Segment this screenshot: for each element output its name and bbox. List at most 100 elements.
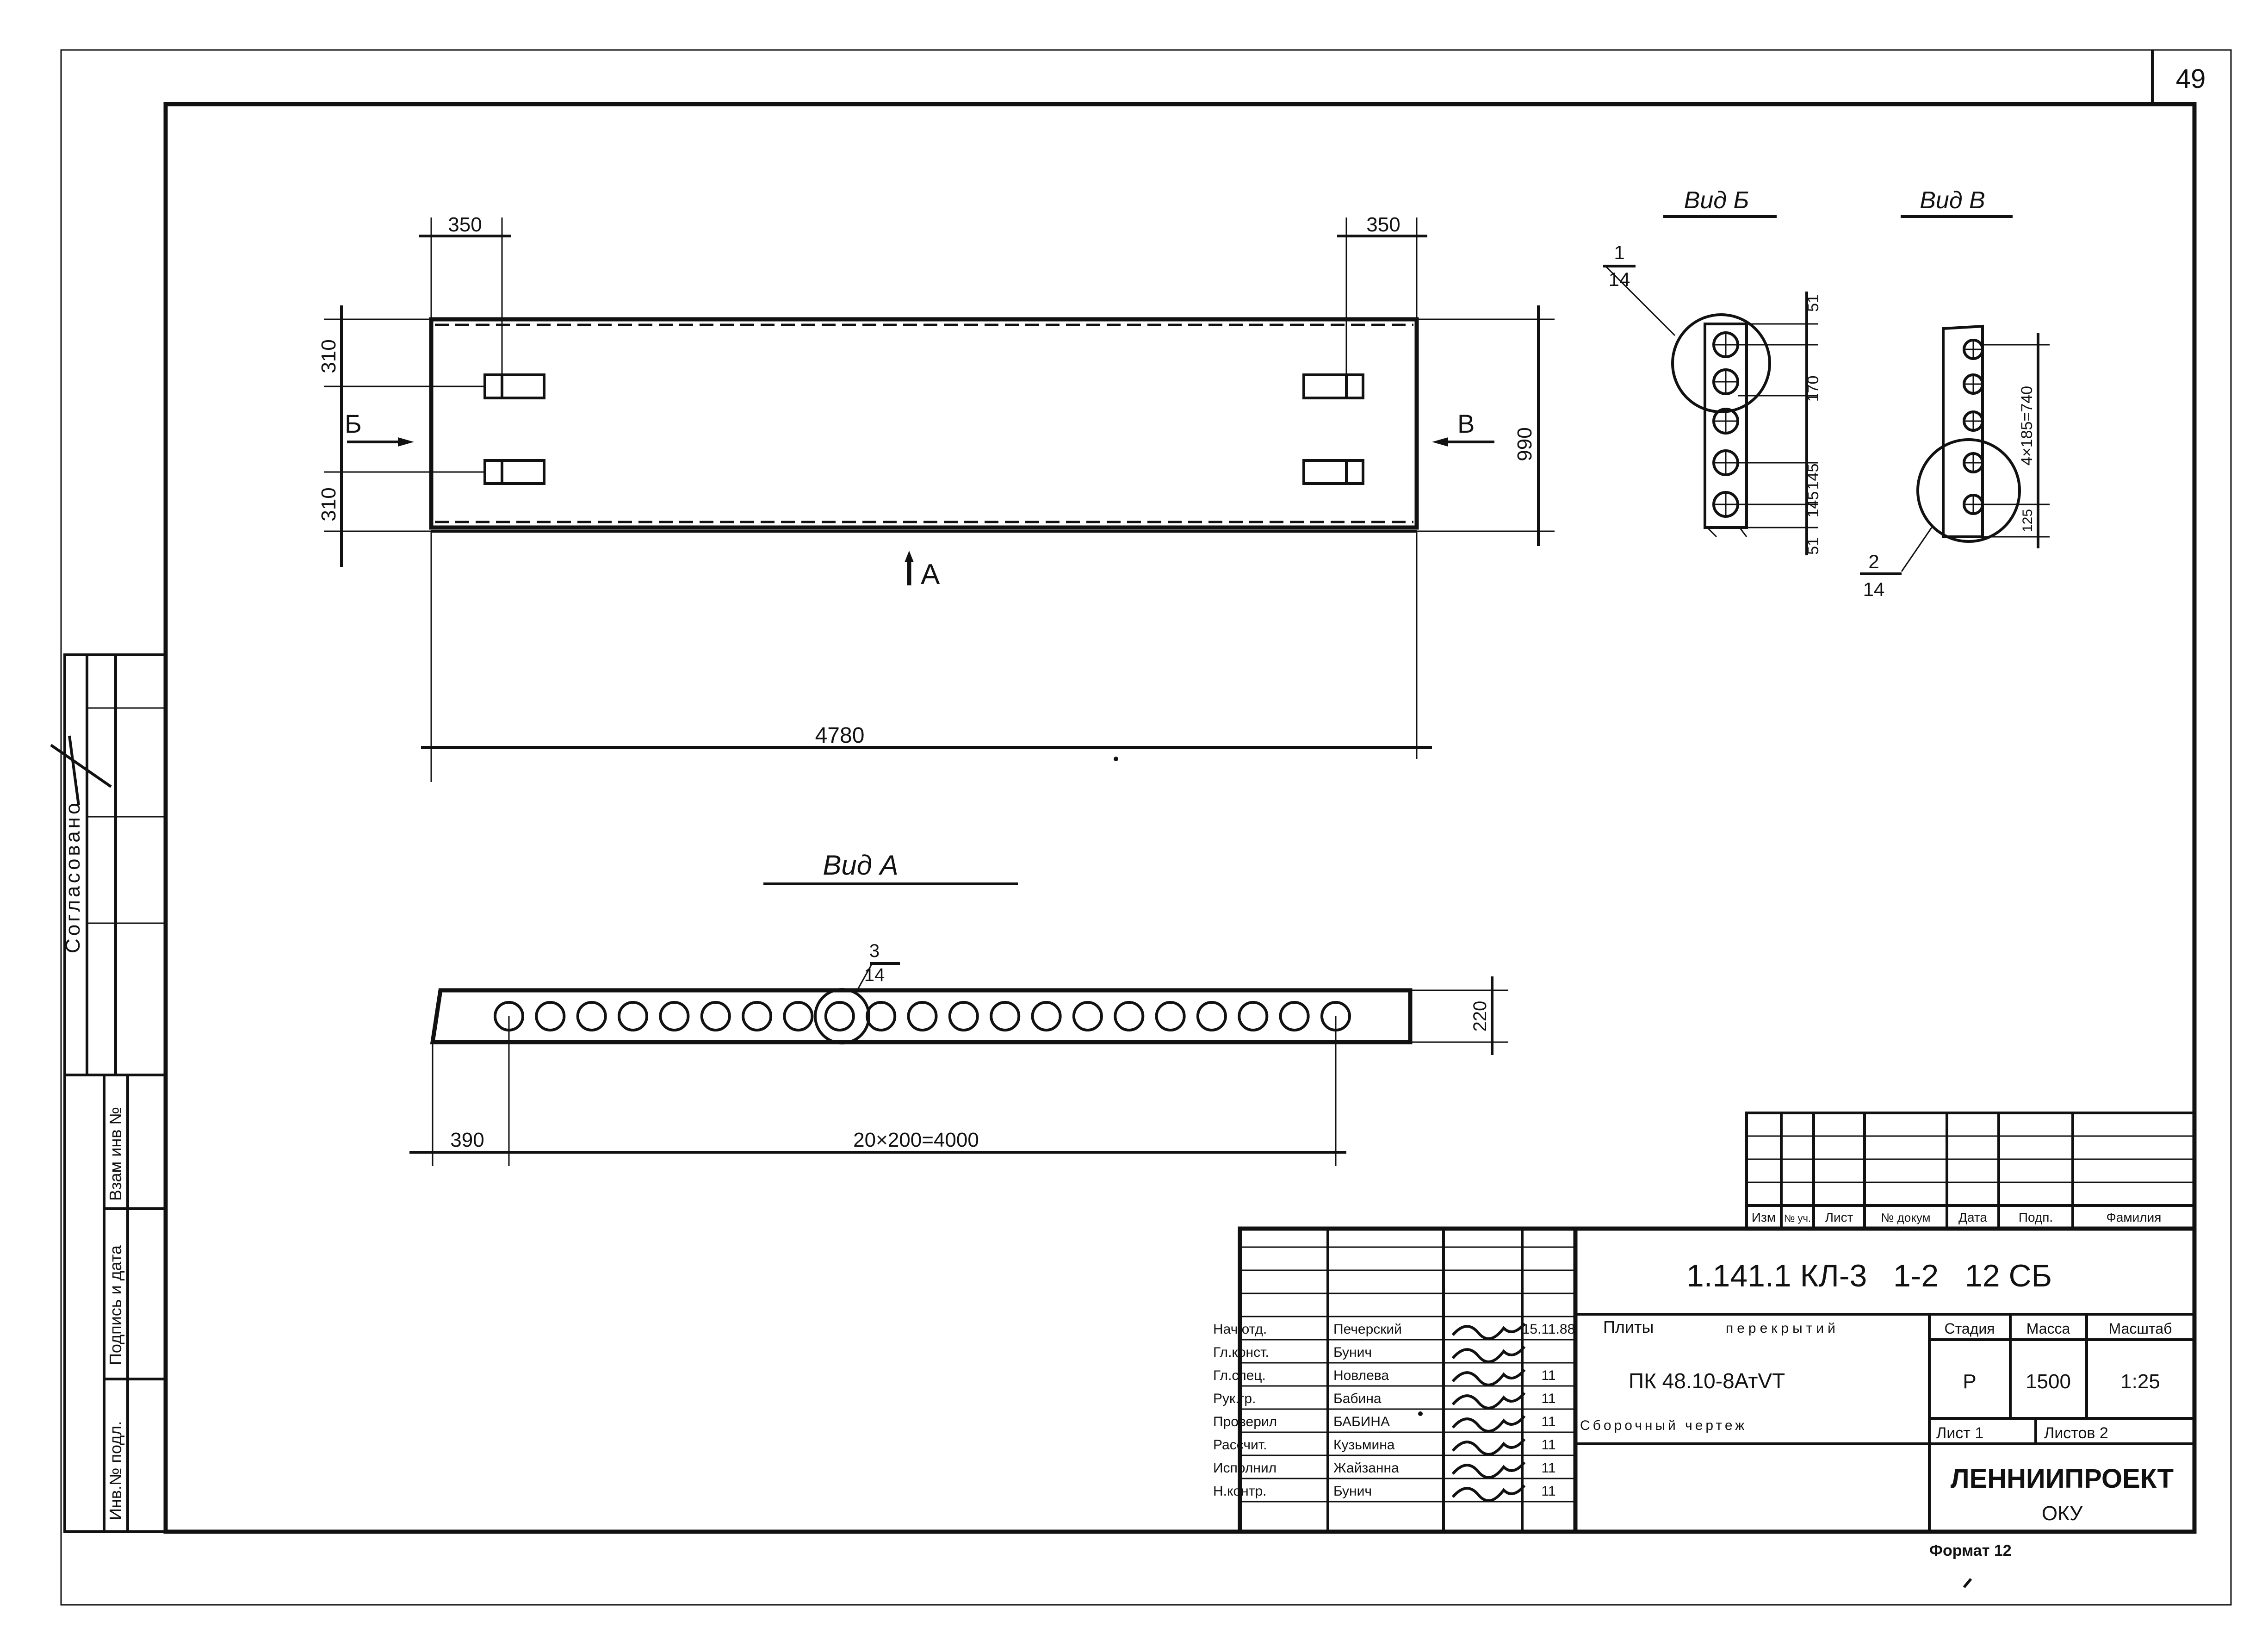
void-hole [783, 1001, 814, 1031]
mass-value: 1500 [2026, 1370, 2071, 1393]
person-name: Бунич [1333, 1345, 1372, 1360]
format-label: Формат 12 [1929, 1542, 2012, 1559]
org-name: ЛЕННИИПРОЕКТ [1951, 1464, 2174, 1494]
signature [1451, 1461, 1526, 1479]
title-block: 1.141.1 КЛ-3 1-2 12 СБ Плиты перекрытий … [1213, 1226, 2197, 1559]
dept-name: ОКУ [2042, 1502, 2083, 1525]
view-a: Вид А 3 14 220 390 20×200=4000 [409, 850, 1508, 1166]
person-name: Новлева [1333, 1368, 1389, 1383]
sheets-label: Листов 2 [2044, 1424, 2108, 1442]
person-role: Проверил [1213, 1414, 1277, 1429]
person-role: Нач.отд. [1213, 1322, 1267, 1337]
lifting-loops [483, 373, 1364, 485]
dim-990: 990 [1513, 427, 1536, 461]
arrow-a-label: А [921, 559, 940, 590]
dim-310-upper: 310 [317, 339, 340, 373]
bolts-view-b [1712, 331, 1739, 518]
person-name: Бунич [1333, 1484, 1372, 1499]
side-stamp: Согласовано Взам инв № Подпись и дата Ин… [50, 653, 167, 1533]
stage-value: Р [1963, 1370, 1976, 1393]
detail-circle-1 [1671, 313, 1771, 413]
person-role: Н.контр. [1213, 1484, 1266, 1499]
person-date: 11 [1541, 1414, 1555, 1429]
person-role: Гл.спец. [1213, 1368, 1266, 1383]
callout-2-den: 14 [1863, 578, 1885, 600]
void-hole [1196, 1001, 1227, 1031]
slab-outline [429, 317, 1419, 530]
void-hole [618, 1001, 648, 1031]
dim-v-125: 125 [2020, 509, 2035, 532]
person-date: 11 [1541, 1368, 1555, 1383]
rev-col-name: Фамилия [2107, 1210, 2162, 1224]
view-a-title: Вид А [823, 850, 898, 881]
person-role: Гл.конст. [1213, 1345, 1269, 1360]
slab-section [430, 988, 1413, 1044]
signature [1451, 1346, 1526, 1363]
rev-col-sign: Подп. [2019, 1210, 2053, 1224]
person-name: Кузьмина [1333, 1437, 1395, 1453]
designation: 1.141.1 КЛ-3 1-2 12 СБ [1686, 1258, 2052, 1293]
callout-1-num: 1 [1614, 242, 1624, 263]
dim-b-145-b: 145 [1804, 491, 1822, 518]
callout-2-num: 2 [1868, 551, 1879, 572]
callout-3-den: 14 [864, 965, 885, 985]
sign-date-label: Подпись и дата [106, 1245, 125, 1365]
mass-label: Масса [2026, 1320, 2070, 1337]
signature [1451, 1485, 1526, 1502]
callout-1-den: 14 [1609, 268, 1630, 290]
signature [1451, 1415, 1526, 1433]
inv-orig-label: Инв.№ подл. [106, 1421, 125, 1520]
view-b: Вид Б 1 14 51 170 145 145 51 [1603, 187, 1822, 555]
person-date: 11 [1541, 1460, 1555, 1476]
name-line2: ПК 48.10-8АтVТ [1629, 1369, 1785, 1393]
dim-310-lower: 310 [317, 487, 340, 521]
dim-b-51-bottom: 51 [1804, 537, 1822, 555]
person-name: Бабина [1333, 1391, 1382, 1406]
void-hole [576, 1001, 607, 1031]
stage-label: Стадия [1944, 1320, 1995, 1337]
view-v: Вид В 2 14 4×185=740 125 [1860, 187, 2050, 600]
person-name: Печерский [1333, 1322, 1402, 1337]
signature [1451, 1323, 1526, 1340]
dim-220: 220 [1470, 1001, 1490, 1032]
scale-value: 1:25 [2120, 1370, 2160, 1393]
arrow-b-label: Б [345, 409, 362, 438]
revision-table: Изм № уч. Лист № докум Дата Подп. Фамили… [1745, 1112, 2196, 1230]
dim-b-170: 170 [1804, 376, 1822, 402]
dim-4780: 4780 [815, 723, 865, 748]
page-number-tab: 49 [2151, 50, 2206, 104]
name-line3: Сборочный чертеж [1580, 1418, 1747, 1433]
agreed-label: Согласовано [62, 800, 84, 953]
void-hole [1238, 1001, 1269, 1031]
person-date: 11 [1541, 1391, 1555, 1406]
rev-col-date: Дата [1958, 1210, 1987, 1224]
name-line1-a: Плиты [1603, 1317, 1654, 1336]
rev-col-doc: № докум [1881, 1211, 1931, 1224]
void-hole [535, 1001, 566, 1031]
detail-circle-3 [814, 988, 870, 1044]
void-hole [948, 1001, 979, 1031]
person-date: 15.11.88 [1522, 1322, 1575, 1337]
dim-4000: 20×200=4000 [853, 1129, 979, 1151]
signature [1451, 1369, 1526, 1386]
person-date: 11 [1541, 1437, 1555, 1453]
signature [1451, 1392, 1526, 1410]
outer-border [60, 49, 2232, 1606]
void-hole [907, 1001, 938, 1031]
void-hole [824, 1001, 855, 1031]
void-hole [990, 1001, 1021, 1031]
void-hole [1031, 1001, 1062, 1031]
void-hole [700, 1001, 731, 1031]
page-number: 49 [2176, 64, 2206, 94]
signature [1451, 1438, 1526, 1456]
dim-b-145-a: 145 [1804, 464, 1822, 490]
void-hole [1072, 1001, 1103, 1031]
void-hole [866, 1001, 897, 1031]
view-b-title: Вид Б [1684, 187, 1749, 214]
person-name: БАБИНА [1333, 1414, 1390, 1429]
swap-inv-label: Взам инв № [106, 1107, 125, 1201]
bolts-view-v [1963, 339, 1984, 515]
dim-b-51-top: 51 [1804, 294, 1822, 312]
